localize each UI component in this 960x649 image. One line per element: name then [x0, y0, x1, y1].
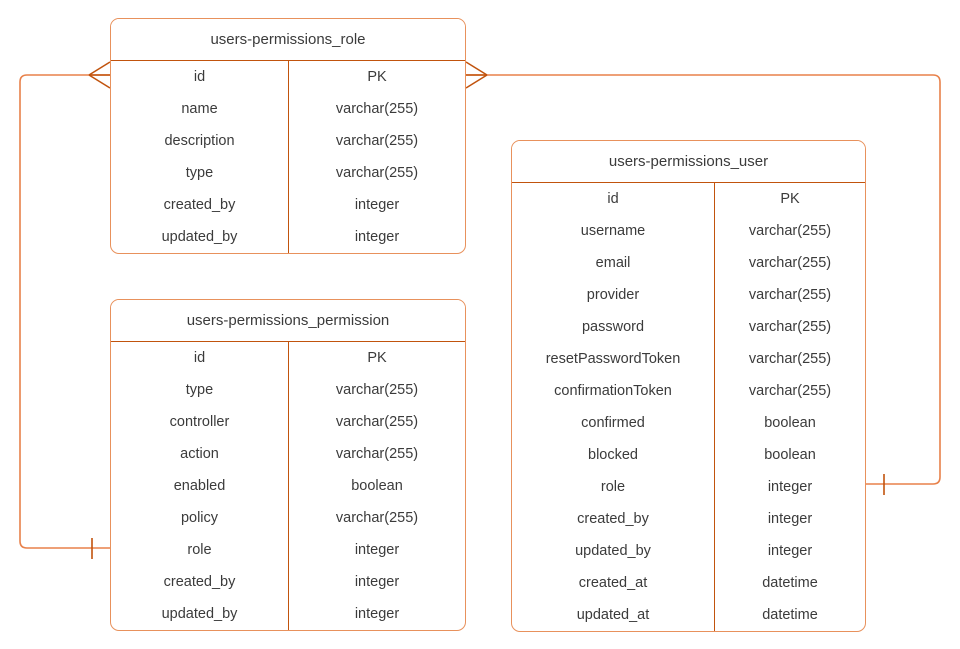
entity-title-permission: users-permissions_permission [111, 300, 465, 342]
field-name: username [580, 223, 646, 239]
field-type: boolean [351, 478, 403, 494]
entity-body-permission: id type controller action enabled policy… [111, 342, 465, 630]
field-type: varchar(255) [748, 319, 832, 335]
field-type: integer [354, 229, 400, 245]
crowfoot-role-right [465, 61, 488, 89]
field-name: type [185, 382, 214, 398]
entity-body-user: id username email provider password rese… [512, 183, 865, 631]
field-name: blocked [588, 447, 638, 463]
field-type: varchar(255) [748, 223, 832, 239]
entity-role-type-column: PK varchar(255) varchar(255) varchar(255… [289, 61, 465, 253]
field-type: integer [767, 511, 813, 527]
field-type: integer [767, 543, 813, 559]
field-type: integer [354, 197, 400, 213]
field-name: updated_by [575, 543, 651, 559]
field-type: varchar(255) [748, 287, 832, 303]
field-type: varchar(255) [335, 133, 419, 149]
field-name: controller [169, 414, 230, 430]
field-type: integer [354, 574, 400, 590]
crowfoot-role-left [88, 61, 111, 89]
field-type: varchar(255) [335, 510, 419, 526]
field-name: policy [180, 510, 219, 526]
field-type: datetime [762, 607, 818, 623]
field-name: updated_at [576, 607, 650, 623]
entity-permission-type-column: PK varchar(255) varchar(255) varchar(255… [289, 342, 465, 630]
field-name: type [185, 165, 214, 181]
field-type: PK [367, 350, 387, 366]
field-name: confirmationToken [554, 383, 672, 399]
entity-user-type-column: PK varchar(255) varchar(255) varchar(255… [715, 183, 865, 631]
field-name: created_by [163, 574, 236, 590]
field-name: role [600, 479, 626, 495]
field-type: varchar(255) [335, 446, 419, 462]
entity-permission-field-column: id type controller action enabled policy… [111, 342, 289, 630]
field-name: resetPasswordToken [545, 351, 681, 367]
field-type: varchar(255) [335, 414, 419, 430]
entity-users-permissions-role[interactable]: users-permissions_role id name descripti… [110, 18, 466, 254]
field-name: updated_by [161, 606, 238, 622]
field-name: email [595, 255, 631, 271]
field-type: PK [367, 69, 387, 85]
entity-body-role: id name description type created_by upda… [111, 61, 465, 253]
field-type: integer [354, 606, 400, 622]
field-type: varchar(255) [748, 383, 832, 399]
entity-user-field-column: id username email provider password rese… [512, 183, 715, 631]
field-name: enabled [173, 478, 226, 494]
field-name: action [180, 446, 219, 462]
field-type: boolean [764, 447, 816, 463]
field-name: provider [586, 287, 640, 303]
field-name: name [181, 101, 218, 117]
field-type: varchar(255) [335, 165, 419, 181]
field-type: PK [780, 191, 800, 207]
field-name: created_by [163, 197, 236, 213]
field-type: datetime [762, 575, 818, 591]
field-type: integer [354, 542, 400, 558]
entity-title-user: users-permissions_user [512, 141, 865, 183]
field-name: id [607, 191, 619, 207]
field-name: description [164, 133, 235, 149]
entity-users-permissions-user[interactable]: users-permissions_user id username email… [511, 140, 866, 632]
field-type: boolean [764, 415, 816, 431]
entity-users-permissions-permission[interactable]: users-permissions_permission id type con… [110, 299, 466, 631]
connector-role-permission [19, 74, 110, 549]
field-type: varchar(255) [748, 351, 832, 367]
field-name: id [193, 350, 206, 366]
field-type: varchar(255) [335, 101, 419, 117]
field-name: password [581, 319, 645, 335]
entity-title-role: users-permissions_role [111, 19, 465, 61]
field-name: created_by [577, 511, 649, 527]
field-type: varchar(255) [335, 382, 419, 398]
field-name: id [193, 69, 206, 85]
field-name: updated_by [161, 229, 238, 245]
field-type: integer [767, 479, 813, 495]
field-name: confirmed [581, 415, 645, 431]
field-name: created_at [578, 575, 648, 591]
field-type: varchar(255) [748, 255, 832, 271]
field-name: role [187, 542, 212, 558]
entity-role-field-column: id name description type created_by upda… [111, 61, 289, 253]
